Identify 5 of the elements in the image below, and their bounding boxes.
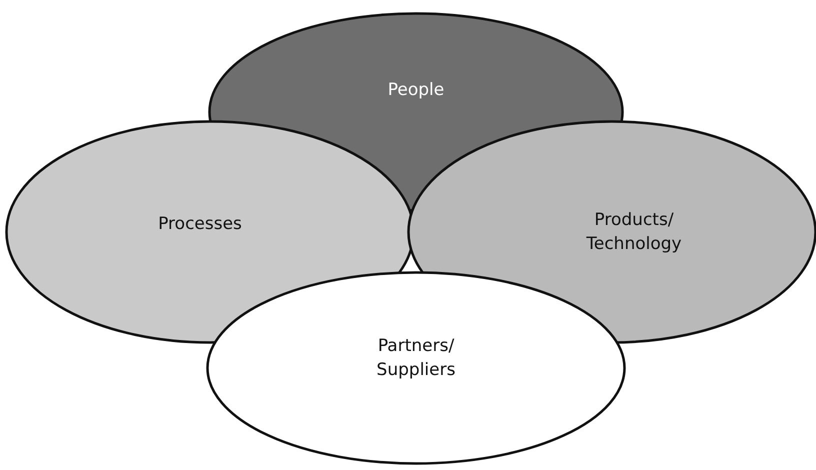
ellipse-label: Products/ Technology <box>585 209 683 256</box>
ellipse-label: People <box>386 79 446 102</box>
ellipse-shape <box>206 271 626 465</box>
ellipse-label: Partners/ Suppliers <box>376 335 456 382</box>
ellipse-label: Processes <box>157 213 243 236</box>
